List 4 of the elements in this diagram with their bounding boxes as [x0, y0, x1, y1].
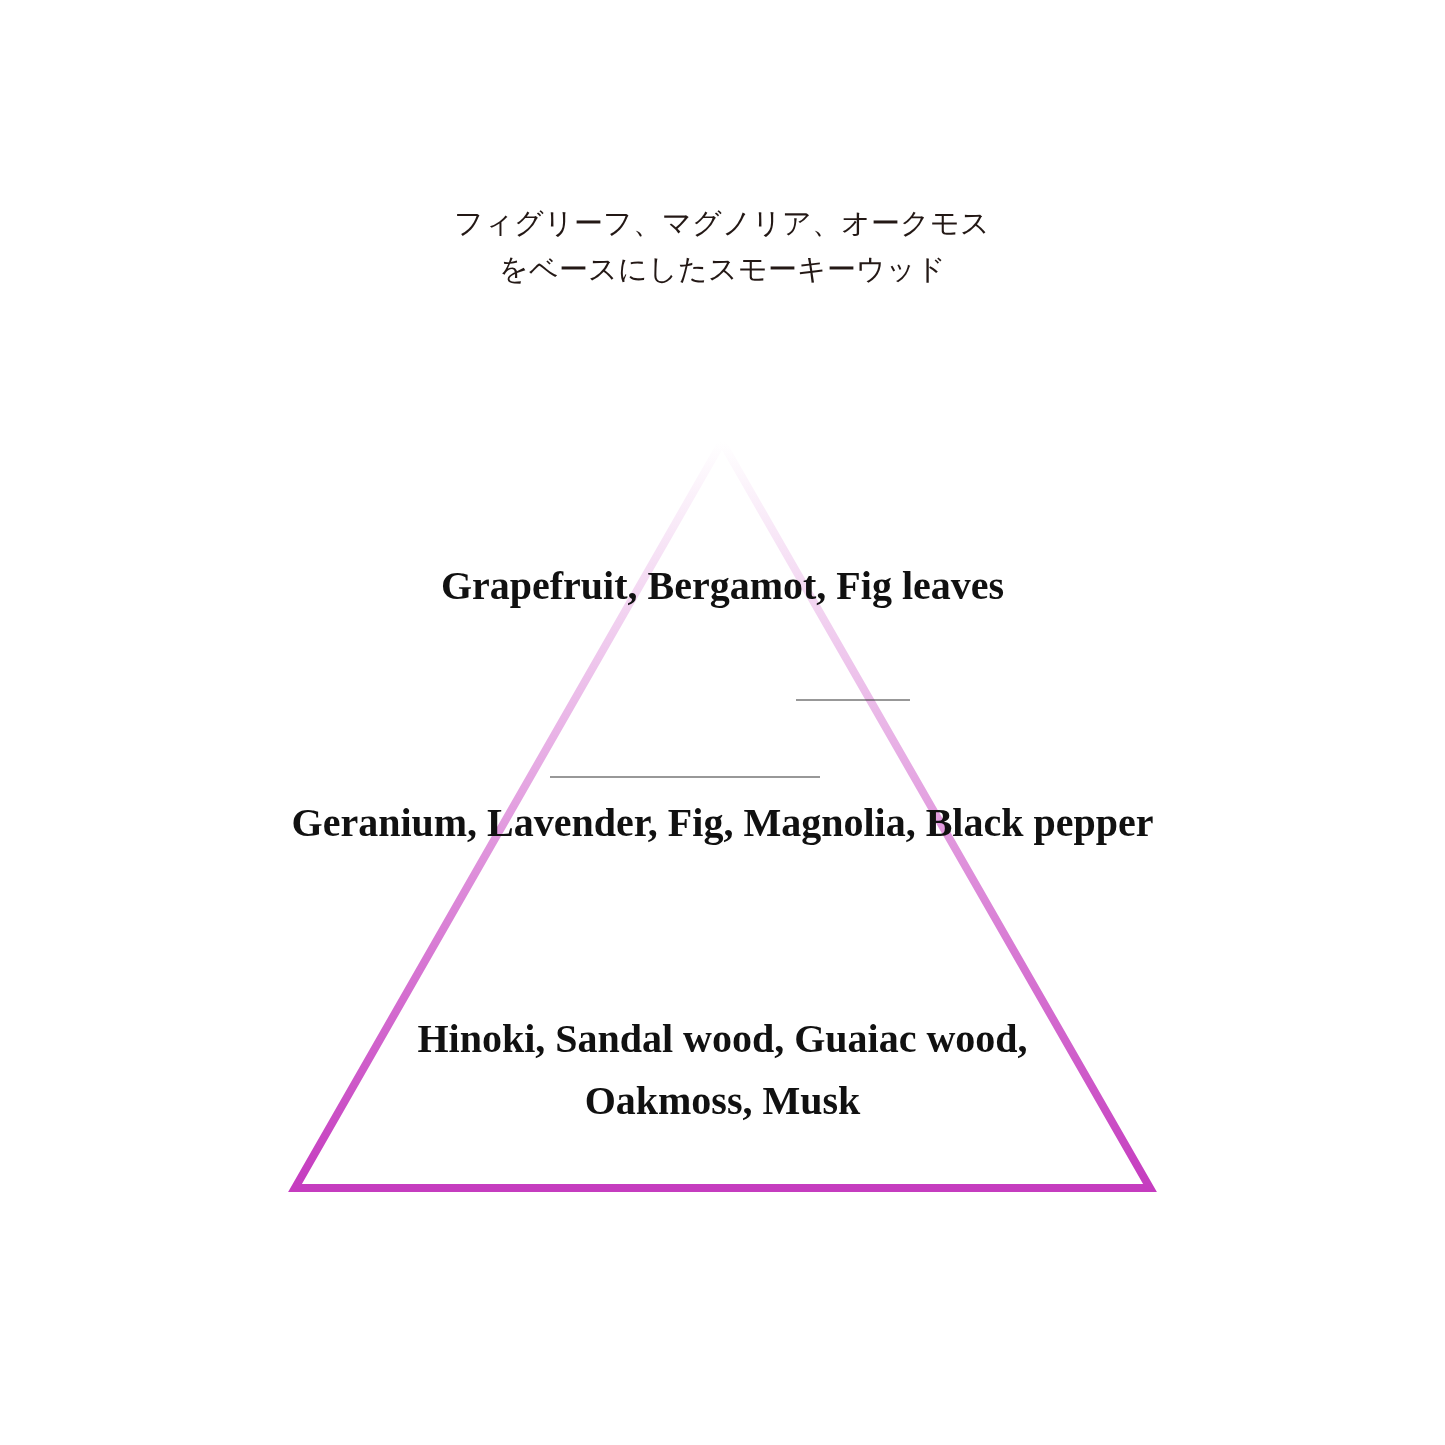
- note-list: Hinoki, Sandal wood, Guaiac wood, Oakmoss, Musk: [380, 1008, 1065, 1132]
- note-list: Geranium, Lavender, Fig, Magnolia, Black pepper: [280, 792, 1165, 854]
- note-list: Grapefruit, Bergamot, Fig leaves: [380, 555, 1065, 617]
- description-text: フィグリーフ、マグノリア、オークモスをベースにしたスモーキーウッド: [453, 205, 991, 288]
